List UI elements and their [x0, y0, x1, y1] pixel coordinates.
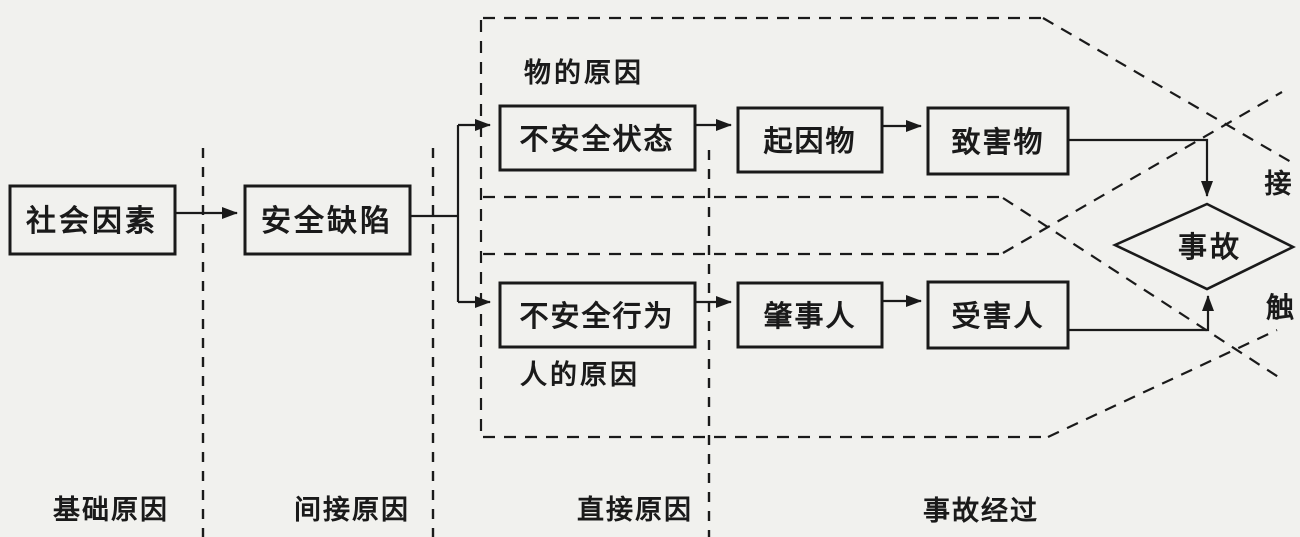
- node-victim: 受害人: [926, 280, 1070, 350]
- social-factors-box: [8, 184, 177, 256]
- node-perpetrator: 肇事人: [736, 281, 884, 349]
- perpetrator-label: 肇事人: [763, 299, 856, 333]
- stage-accident-course-label: 事故经过: [923, 495, 1039, 527]
- banner-mid-upper-diagonal: [1002, 197, 1284, 381]
- victim-label: 受害人: [951, 299, 1044, 333]
- node-unsafe-condition: 不安全状态: [498, 104, 697, 172]
- accident-diamond: [1111, 202, 1296, 291]
- safety-defect-label: 安全缺陷: [261, 204, 393, 239]
- node-accident: 事故: [1111, 202, 1296, 291]
- safety-defect-box: [243, 184, 412, 256]
- stage-basic-cause-label: 基础原因: [53, 495, 169, 526]
- contact-top-char: 接: [1265, 169, 1292, 200]
- perpetrator-box: [736, 281, 884, 349]
- unsafe-behavior-label: 不安全行为: [519, 299, 674, 333]
- stage-direct-cause-label: 直接原因: [577, 495, 693, 526]
- banner-bottom-diagonal: [1047, 329, 1278, 438]
- initiating-object-label: 起因物: [763, 124, 856, 158]
- material-cause-label: 物的原因: [524, 57, 644, 89]
- banner-top-diagonal: [1042, 17, 1292, 163]
- victim-box: [926, 280, 1070, 350]
- human-cause-label: 人的原因: [520, 359, 640, 391]
- accident-label: 事故: [1178, 230, 1242, 264]
- connector-harmful-to-accident: [1068, 138, 1213, 197]
- contact-bottom-char: 触: [1266, 291, 1294, 324]
- node-initiating-object: 起因物: [736, 106, 884, 174]
- initiating-object-box: [736, 106, 884, 174]
- node-harmful-object: 致害物: [926, 106, 1070, 176]
- stage-indirect-cause-label: 间接原因: [294, 495, 410, 526]
- unsafe-condition-box: [498, 104, 697, 172]
- unsafe-behavior-box: [498, 281, 697, 349]
- banner-mid-lower-diagonal: [1002, 91, 1283, 254]
- unsafe-condition-label: 不安全状态: [519, 122, 674, 156]
- social-factors-label: 社会因素: [26, 204, 158, 239]
- connector-victim-to-accident: [1068, 295, 1214, 332]
- node-unsafe-behavior: 不安全行为: [498, 281, 697, 349]
- node-social-factors: 社会因素: [8, 184, 177, 256]
- node-safety-defect: 安全缺陷: [243, 184, 412, 256]
- harmful-object-label: 致害物: [951, 125, 1044, 159]
- harmful-object-box: [926, 106, 1070, 176]
